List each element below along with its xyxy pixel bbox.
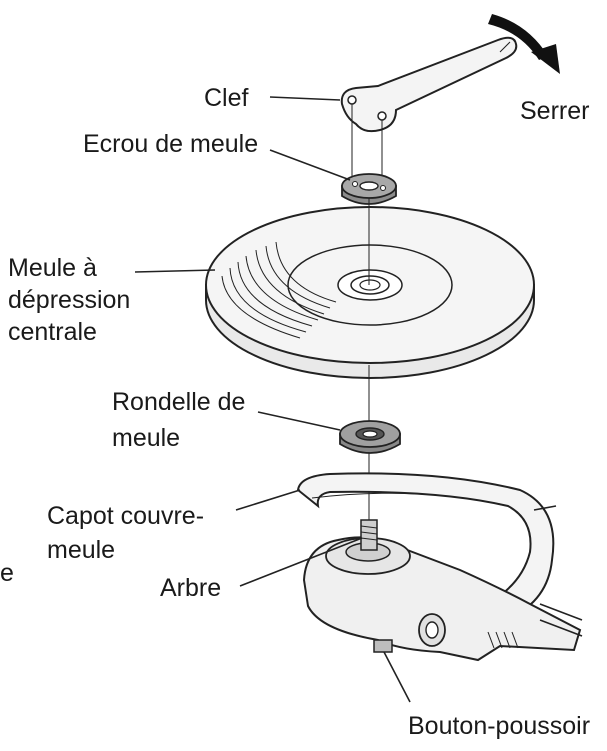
leader-bouton (383, 651, 411, 703)
leader-arbre (239, 537, 363, 587)
label-edge-e: e (0, 559, 14, 587)
label-meule-line1: Meule à (8, 254, 97, 282)
label-arbre: Arbre (160, 574, 221, 602)
leader-meule (134, 269, 216, 273)
grinding-wheel (205, 206, 535, 379)
label-serrer: Serrer (520, 97, 589, 125)
wheel-flange (339, 420, 401, 454)
label-capot-line1: Capot couvre- (47, 502, 204, 530)
leader-ecrou (269, 149, 351, 181)
wrench (340, 36, 518, 133)
wheel-nut (341, 173, 397, 205)
label-rondelle-line2: meule (112, 424, 180, 452)
label-bouton: Bouton-poussoir (408, 712, 590, 740)
leader-capot (235, 489, 301, 511)
label-rondelle-line1: Rondelle de (112, 388, 245, 416)
gear-housing (302, 519, 583, 662)
label-meule-line3: centrale (8, 318, 97, 346)
curved-arrow-icon (488, 14, 560, 74)
leader-clef (269, 96, 341, 101)
label-capot-line2: meule (47, 536, 115, 564)
label-ecrou: Ecrou de meule (83, 130, 258, 158)
leader-rondelle (257, 411, 341, 431)
label-clef: Clef (204, 84, 249, 112)
label-meule-line2: dépression (8, 286, 130, 314)
